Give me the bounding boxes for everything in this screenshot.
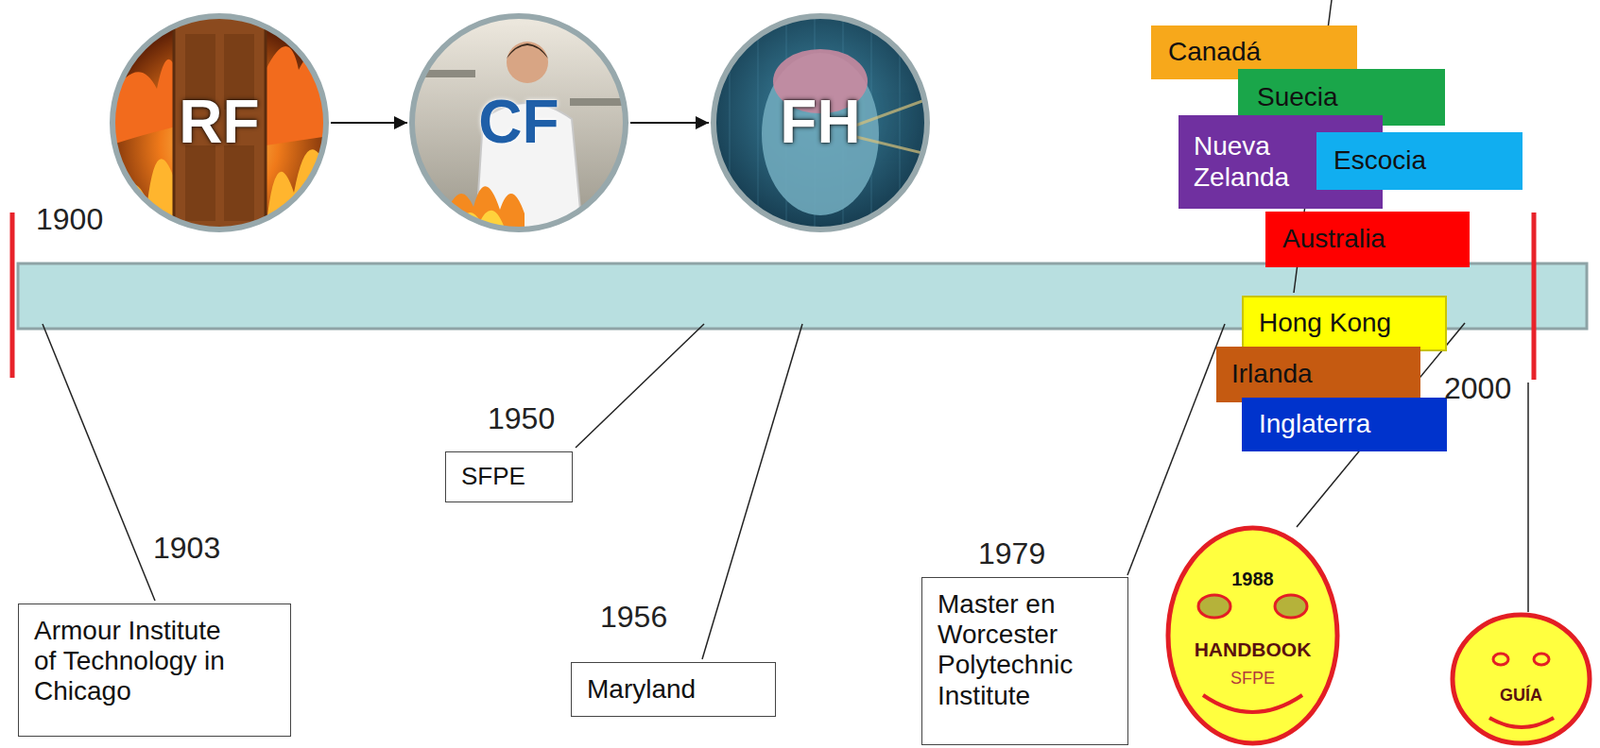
- box-text: Maryland: [586, 674, 696, 706]
- box-text: Australia: [1282, 223, 1386, 255]
- photo-title: RF: [178, 87, 259, 158]
- box-text: Canadá: [1168, 36, 1261, 68]
- photo-frame: [412, 16, 626, 230]
- photo-text-wrap: FH: [710, 13, 930, 233]
- box-text: Armour Institute of Technology in Chicag…: [34, 616, 242, 708]
- leader-line: [42, 324, 155, 602]
- door: [173, 13, 266, 233]
- leader-line: [1127, 324, 1225, 576]
- box-text: Hong Kong: [1258, 308, 1392, 339]
- photo-art: [409, 13, 629, 233]
- photo-text-wrap: RF: [109, 13, 329, 233]
- flow-arrow: [330, 121, 408, 124]
- photo-circle: CF: [409, 13, 629, 233]
- year-label: 1950: [487, 401, 555, 437]
- photo-circle: FH: [710, 13, 930, 233]
- node-outline: [1449, 612, 1593, 747]
- face-eye: [1198, 595, 1231, 619]
- face-eye: [1533, 653, 1549, 666]
- face-eye: [1493, 653, 1509, 666]
- year-label: 1900: [35, 202, 104, 238]
- milestone-box: Armour Institute of Technology in Chicag…: [17, 603, 292, 738]
- box-text: Suecia: [1256, 82, 1339, 113]
- screen-ground: [710, 13, 930, 233]
- box-text: Irlanda: [1231, 359, 1313, 390]
- start-marker: [10, 212, 16, 379]
- country-box: Hong Kong: [1241, 295, 1447, 352]
- country-box: Escocia: [1316, 132, 1523, 190]
- face-text: 1988: [1165, 568, 1341, 591]
- year-label: 1903: [153, 531, 221, 567]
- door-panel: [185, 145, 216, 222]
- face-text: HANDBOOK: [1165, 638, 1341, 662]
- grid-line: [729, 13, 731, 233]
- leader-line: [702, 324, 803, 660]
- photo-title: CF: [478, 87, 559, 158]
- year-label: 1979: [978, 536, 1046, 572]
- flow-arrow: [630, 121, 709, 124]
- country-box: Inglaterra: [1241, 397, 1447, 452]
- shelf: [569, 98, 629, 106]
- face-text: SFPE: [1165, 669, 1341, 689]
- photo-title: FH: [779, 87, 861, 158]
- photo-frame: [112, 16, 327, 230]
- photo-frame: [713, 16, 928, 230]
- smiley-circle: 1988HANDBOOK SFPE: [1165, 525, 1341, 747]
- hair: [506, 43, 549, 59]
- leader-line: [1527, 382, 1530, 613]
- end-marker: [1531, 212, 1537, 380]
- photo-circle: RF: [109, 13, 329, 233]
- country-box: Irlanda: [1216, 346, 1421, 403]
- milestone-box: SFPE: [445, 451, 573, 503]
- face-eye: [1274, 595, 1308, 619]
- box-text: Master en Worcester Polytechnic Institut…: [937, 589, 1113, 712]
- country-box: Australia: [1265, 211, 1470, 268]
- face-smile: [1489, 718, 1554, 728]
- face-text: GUÍA: [1449, 686, 1593, 706]
- milestone-box: Maryland: [570, 662, 776, 718]
- photo-text-wrap: CF: [409, 13, 629, 233]
- box-text: Nueva Zelanda: [1193, 131, 1317, 192]
- door-panel: [223, 145, 255, 222]
- photo-art: [109, 13, 329, 233]
- node-outline: [1165, 525, 1341, 747]
- face-smile: [1203, 695, 1303, 713]
- leader-line: [575, 324, 705, 448]
- box-text: Inglaterra: [1258, 409, 1371, 440]
- flame: [265, 46, 329, 146]
- photo-art: [710, 13, 930, 233]
- face-outline: [1452, 615, 1590, 744]
- year-label: 1956: [600, 600, 668, 636]
- flame: [109, 59, 176, 146]
- beam: [852, 98, 930, 155]
- face-outline: [1168, 528, 1338, 744]
- head: [506, 41, 549, 84]
- grid-line: [757, 13, 759, 233]
- box-text: Escocia: [1333, 145, 1427, 176]
- smiley-circle: GUÍA: [1449, 612, 1593, 747]
- year-label: 2000: [1444, 371, 1512, 407]
- milestone-box: Master en Worcester Polytechnic Institut…: [921, 577, 1129, 746]
- grid-line: [899, 13, 901, 233]
- box-text: SFPE: [461, 463, 526, 492]
